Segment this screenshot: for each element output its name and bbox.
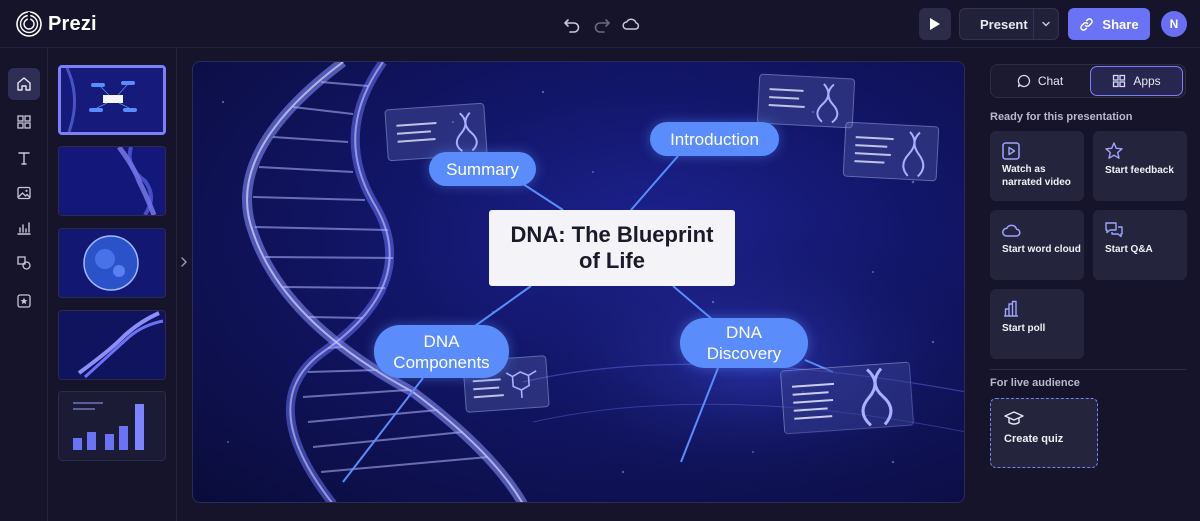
rail-stickers[interactable] [8, 285, 40, 317]
app-start-feedback[interactable]: Start feedback [1093, 131, 1187, 201]
app-word-cloud[interactable]: Start word cloud [990, 210, 1084, 280]
presentation-canvas[interactable]: Summary Introduction DNA Components DNA … [192, 61, 965, 503]
slide-thumbnail-preview [59, 392, 165, 460]
app-start-feedback-label: Start feedback [1105, 165, 1174, 176]
cloud-icon [1002, 224, 1021, 237]
panel-divider [990, 369, 1186, 370]
top-bar: Prezi Present Share N [0, 0, 1200, 48]
sticker-icon [17, 294, 31, 308]
tool-rail [0, 48, 48, 521]
present-label: Present [980, 17, 1028, 32]
app-qa-label: Start Q&A [1105, 244, 1153, 255]
rail-text[interactable] [8, 142, 40, 174]
play-icon [930, 18, 940, 30]
topic-dna-discovery[interactable]: DNA Discovery [680, 318, 808, 368]
poll-chart-icon [1004, 300, 1018, 317]
slide-thumbnail[interactable] [58, 391, 166, 461]
app-qa[interactable]: Start Q&A [1093, 210, 1187, 280]
rail-layouts[interactable] [8, 106, 40, 138]
dna-card-icon [768, 83, 839, 124]
info-card [462, 355, 550, 413]
chat-icon [1017, 74, 1030, 88]
info-card [756, 73, 856, 129]
app-watch-video-label: Watch as narrated video [1002, 164, 1071, 188]
topic-introduction[interactable]: Introduction [650, 122, 779, 156]
ready-heading: Ready for this presentation [990, 111, 1133, 123]
dna-card-icon [854, 131, 925, 178]
qa-bubbles-icon [1105, 222, 1123, 238]
tab-chat[interactable]: Chat [992, 66, 1088, 96]
shapes-icon [17, 256, 31, 270]
rail-home[interactable] [8, 68, 40, 100]
chevron-right-icon[interactable] [179, 256, 189, 268]
create-quiz-label: Create quiz [1004, 433, 1064, 445]
live-heading: For live audience [990, 377, 1080, 389]
image-icon [17, 186, 31, 200]
text-icon [18, 152, 30, 165]
dna-card-icon [396, 111, 478, 153]
home-icon [17, 77, 31, 91]
slide-thumbnail-preview [59, 311, 165, 379]
rail-charts[interactable] [8, 212, 40, 244]
tab-chat-label: Chat [1037, 74, 1064, 88]
present-button[interactable]: Present [959, 8, 1059, 40]
chart-icon [17, 222, 31, 235]
slide-thumbnail[interactable] [58, 146, 166, 216]
apps-panel: Chat Apps Ready for this presentation Wa… [978, 48, 1200, 521]
app-poll[interactable]: Start poll [990, 289, 1084, 359]
avatar[interactable]: N [1161, 11, 1187, 37]
molecule-card-icon [472, 370, 537, 399]
redo-icon[interactable] [592, 14, 612, 34]
tab-apps-label: Apps [1133, 74, 1161, 88]
presentation-title[interactable]: DNA: The Blueprint of Life [489, 210, 735, 286]
app-name: Prezi [48, 12, 97, 35]
share-label: Share [1102, 16, 1139, 32]
info-card [779, 361, 916, 436]
rail-image[interactable] [8, 177, 40, 209]
create-quiz-button[interactable]: Create quiz [990, 398, 1098, 468]
graduation-cap-icon [1004, 411, 1024, 425]
grid-icon [17, 115, 31, 129]
play-button[interactable] [919, 8, 951, 40]
star-icon [1105, 142, 1123, 159]
slide-thumbnail[interactable] [58, 310, 166, 380]
present-divider [1033, 9, 1034, 39]
slide-thumbnail-preview [59, 229, 165, 297]
video-play-icon [1002, 142, 1020, 160]
link-icon [1080, 17, 1094, 31]
chevron-down-icon[interactable] [1040, 18, 1052, 30]
slide-thumbnails [49, 48, 177, 521]
topic-dna-components[interactable]: DNA Components [374, 325, 509, 378]
share-button[interactable]: Share [1068, 8, 1150, 40]
panel-tabs: Chat Apps [990, 64, 1186, 98]
slide-thumbnail[interactable] [58, 65, 166, 135]
cloud-save-icon[interactable] [621, 14, 641, 34]
info-card [842, 121, 940, 182]
app-watch-video[interactable]: Watch as narrated video [990, 131, 1084, 201]
app-word-cloud-label: Start word cloud [1002, 244, 1081, 255]
topic-summary[interactable]: Summary [429, 152, 536, 186]
dna-card-icon [780, 362, 916, 436]
apps-grid-icon [1113, 74, 1126, 88]
app-poll-label: Start poll [1002, 323, 1046, 334]
rail-shapes[interactable] [8, 247, 40, 279]
undo-icon[interactable] [562, 14, 582, 34]
prezi-logo[interactable]: Prezi [16, 11, 97, 37]
slide-thumbnail[interactable] [58, 228, 166, 298]
info-card [384, 102, 488, 162]
slide-thumbnail-preview [59, 147, 165, 215]
prezi-logo-icon [16, 11, 42, 37]
slide-thumbnail-preview [61, 68, 163, 132]
tab-apps[interactable]: Apps [1090, 66, 1183, 96]
